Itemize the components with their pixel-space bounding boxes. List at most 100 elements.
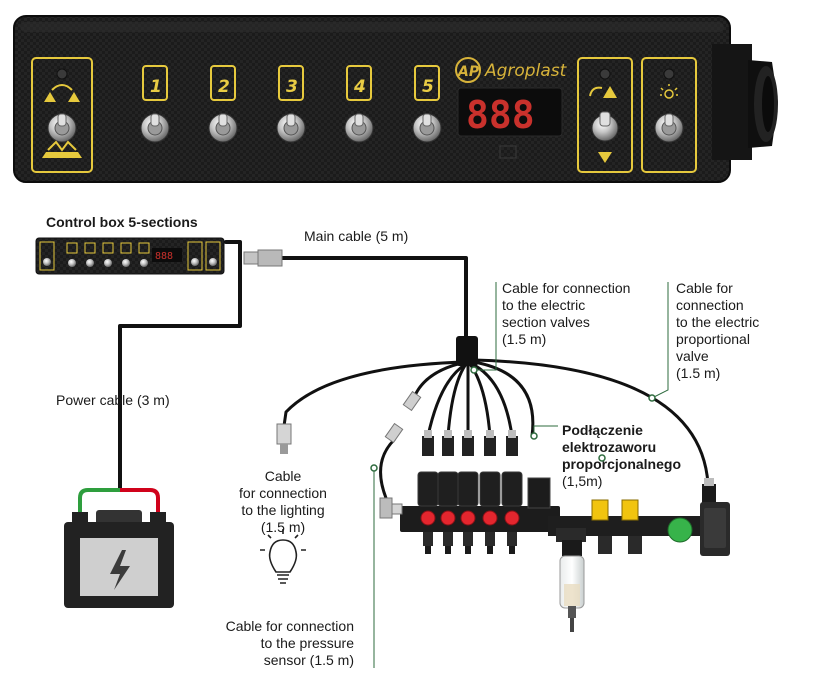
battery-pos-wire: [120, 488, 160, 512]
mini-switch-3: [102, 242, 114, 267]
proportional-connector: [702, 478, 716, 504]
label-line: to the lighting: [241, 502, 325, 518]
led-display: 888: [457, 87, 563, 159]
label-line: (1.5 m): [260, 519, 306, 535]
section-frame: [210, 65, 236, 101]
mini-switch-5: [138, 242, 150, 267]
battery: [64, 488, 174, 608]
leader-lines: [373, 282, 669, 668]
toggle-switch-boom[interactable]: [47, 113, 77, 143]
label-line: elektrozaworu: [562, 439, 657, 455]
valve-connector-2: [442, 430, 454, 456]
mini-switch-4: [120, 242, 132, 267]
boom-tilt-icon: [42, 140, 82, 158]
label-line: (1,5m): [562, 473, 603, 489]
lighting-plug: [276, 423, 292, 454]
battery-neg-wire: [78, 488, 120, 512]
label-main-cable-name: Main cable: [304, 228, 372, 244]
brand-monogram: AP: [457, 64, 480, 80]
section-switch-2[interactable]: 2: [208, 65, 238, 143]
mini-switch-2: [84, 242, 96, 267]
label-line: Podłączenie: [562, 422, 643, 438]
main-cable-plug: [243, 249, 283, 267]
section-switches: 1 2 3 4 5: [140, 65, 442, 143]
inline-connectors: [384, 390, 422, 444]
power-cable: [118, 240, 242, 490]
section-valve-connectors: [422, 430, 518, 456]
valve-block: [379, 471, 730, 632]
label-line: (1.5 m): [676, 365, 721, 381]
control-box-small: 888: [35, 237, 225, 275]
label-main-cable: Main cable (5 m): [304, 228, 408, 245]
section-number: 3: [286, 77, 298, 97]
cables: [118, 240, 710, 500]
section-switch-5[interactable]: 5: [412, 65, 442, 143]
leader-dots: [370, 366, 656, 472]
section-frame: [346, 65, 372, 101]
label-line: for connection: [239, 485, 327, 501]
label-power-cable: Power cable (3 m): [56, 392, 170, 409]
label-line: Cable for connection: [225, 618, 354, 634]
valve-connector-1: [422, 430, 434, 456]
section-number: 5: [422, 77, 434, 97]
light-panel: [641, 57, 697, 173]
section-valve-3: [457, 471, 479, 554]
control-box-large: 1 2 3 4 5 AP Agroplast 888: [13, 15, 778, 183]
section-valve-1: [417, 471, 439, 554]
label-line: Cable for: [676, 280, 733, 296]
label-main-cable-len: (5 m): [375, 228, 409, 244]
bulb-icon: [260, 529, 306, 584]
section-switch-1[interactable]: 1: [140, 65, 170, 143]
section-valve-4: [479, 471, 501, 554]
valve-connector-4: [484, 430, 496, 456]
label-power-cable-name: Power cable: [56, 392, 134, 408]
section-number: 4: [353, 77, 366, 97]
light-icon: [660, 84, 678, 99]
label-line: (1.5 m): [502, 331, 547, 347]
cable-hub: [456, 336, 478, 366]
brand-name: Agroplast: [484, 61, 568, 81]
toggle-switch-light[interactable]: [654, 113, 684, 143]
section-frame: [278, 65, 304, 101]
label-pressure-sensor: Cable for connection to the pressure sen…: [196, 618, 354, 669]
display-value: 888: [466, 93, 535, 137]
label-line: to the pressure: [260, 635, 354, 651]
plug-connector: [712, 44, 778, 160]
label-line: section valves: [502, 314, 590, 330]
boom-fold-icon: [44, 84, 80, 102]
label-line: proportional: [676, 331, 750, 347]
label-line: to the electric: [676, 314, 760, 330]
valve-connector-3: [462, 430, 474, 456]
section-frame: [414, 65, 440, 101]
label-line: Cable for connection: [502, 280, 631, 296]
section-number: 1: [150, 77, 162, 97]
brand-logo: AP Agroplast: [455, 57, 568, 83]
label-line: valve: [676, 348, 709, 364]
label-control-box: Control box 5-sections: [46, 214, 198, 230]
up-down-panel: [577, 57, 633, 173]
down-arrow-icon: [598, 152, 612, 163]
section-number: 2: [218, 77, 230, 97]
label-line: to the electric: [502, 297, 586, 313]
section-switch-3[interactable]: 3: [276, 65, 306, 143]
section-frame: [142, 65, 168, 101]
label-section-valves: Cable for connection to the electric sec…: [502, 280, 630, 348]
label-line: Cable: [264, 468, 302, 484]
main-cable: [280, 256, 468, 346]
label-polish: Podłączenie elektrozaworu proporcjonalne…: [562, 422, 681, 490]
toggle-switch-updown[interactable]: [591, 111, 619, 142]
section-switch-4[interactable]: 4: [344, 65, 374, 143]
section-valve-2: [437, 471, 459, 554]
label-line: connection: [676, 297, 744, 313]
label-power-cable-len: (3 m): [136, 392, 170, 408]
label-proportional-valve: Cable for connection to the electric pro…: [676, 280, 759, 382]
label-lighting: Cable for connection to the lighting (1.…: [224, 468, 342, 536]
mini-switch-1: [66, 242, 78, 267]
lightning-icon: [110, 550, 130, 590]
svg-text:888: 888: [155, 251, 173, 262]
valve-connector-5: [506, 430, 518, 456]
boom-fold-panel: [31, 57, 93, 173]
label-line: proporcjonalnego: [562, 456, 681, 472]
section-valve-5: [501, 471, 523, 554]
